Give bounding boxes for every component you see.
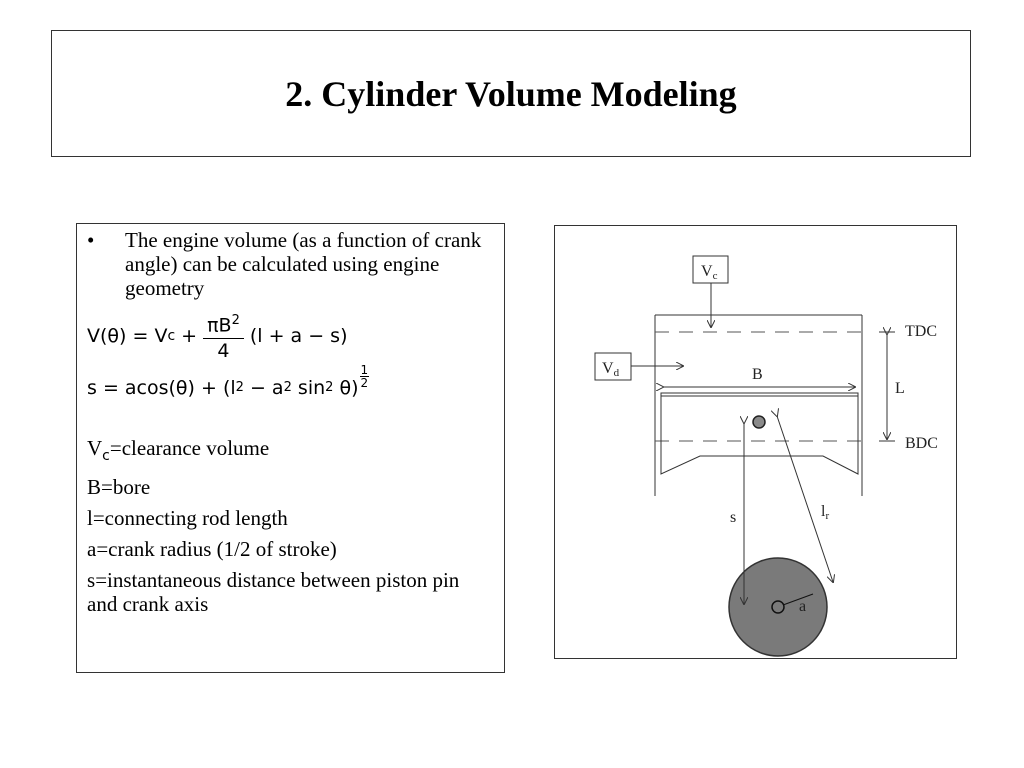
eq2-sup1: 2 — [235, 380, 244, 395]
tdc-label: TDC — [905, 323, 937, 340]
eq2-part2: − a — [243, 377, 284, 399]
def-symbol: V — [87, 436, 103, 460]
rod-label: lr — [821, 503, 829, 522]
eq1-lhs: V(θ) = V — [87, 325, 168, 347]
diagram-svg: B Vc Vd TDC BDC L a s lr — [594, 255, 938, 657]
eq2-part3: sin — [291, 377, 326, 399]
eq1-denominator: 4 — [217, 339, 230, 362]
eq2-exponent: 1 2 — [359, 362, 370, 390]
eq2-exp-den: 2 — [360, 375, 369, 390]
def-symbol: B — [87, 475, 102, 500]
definition-item: Vc=clearance volume — [87, 436, 494, 468]
def-symbol: l — [87, 506, 93, 531]
def-symbol: s — [87, 568, 96, 593]
eq1-fraction: πB2 4 — [203, 309, 244, 362]
def-text: =crank radius (1/2 of stroke) — [96, 537, 337, 562]
def-text: =bore — [101, 475, 151, 500]
crank-radius-label: a — [799, 598, 806, 615]
vd-label: Vd — [602, 360, 620, 379]
bullet-text: The engine volume (as a function of cran… — [125, 228, 482, 300]
def-symbol: a — [87, 537, 97, 562]
piston-pin — [752, 415, 766, 429]
def-sub: c — [102, 448, 110, 465]
eq2-sup3: 2 — [325, 380, 334, 395]
engine-geometry-diagram: B Vc Vd TDC BDC L a s lr — [554, 225, 957, 659]
definition-item: B=bore — [87, 475, 494, 499]
piston — [660, 392, 859, 475]
eq2-part4: θ) — [333, 377, 359, 399]
eq1-plus: + — [181, 325, 198, 347]
eq1-numerator-sup: 2 — [231, 313, 240, 329]
definition-item: a=crank radius (1/2 of stroke) — [87, 537, 494, 561]
eq1-rhs: (l + a − s) — [249, 325, 348, 347]
title-box: 2. Cylinder Volume Modeling — [51, 30, 971, 157]
slide-title: 2. Cylinder Volume Modeling — [285, 73, 737, 114]
crank-axis — [771, 600, 785, 614]
s-label: s — [730, 509, 736, 526]
stroke-label: L — [895, 380, 905, 397]
eq1-numerator-text: πB — [207, 314, 232, 337]
eq2-exp-num: 1 — [359, 362, 370, 377]
def-text: =instantaneous distance between piston p… — [87, 568, 460, 617]
eq2-sup2: 2 — [283, 380, 292, 395]
bore-label: B — [752, 366, 763, 383]
bdc-label: BDC — [905, 435, 938, 452]
definitions-list: Vc=clearance volume B=bore l=connecting … — [87, 436, 494, 616]
eq1-lhs-sub: c — [167, 328, 176, 344]
definition-item: l=connecting rod length — [87, 506, 494, 530]
content-box: • The engine volume (as a function of cr… — [76, 223, 505, 673]
vc-box — [692, 255, 729, 284]
bullet-item: • The engine volume (as a function of cr… — [87, 228, 494, 300]
eq2-part1: s = acos(θ) + (l — [87, 377, 236, 399]
bullet-dot: • — [87, 228, 95, 252]
rod-arrow — [777, 416, 833, 582]
vc-label: Vc — [701, 263, 718, 282]
eq1-numerator: πB2 — [203, 309, 244, 339]
def-text: =clearance volume — [109, 436, 270, 460]
def-text: =connecting rod length — [92, 506, 288, 531]
crank-radius-line — [782, 593, 814, 606]
definition-item: s=instantaneous distance between piston … — [87, 568, 494, 616]
